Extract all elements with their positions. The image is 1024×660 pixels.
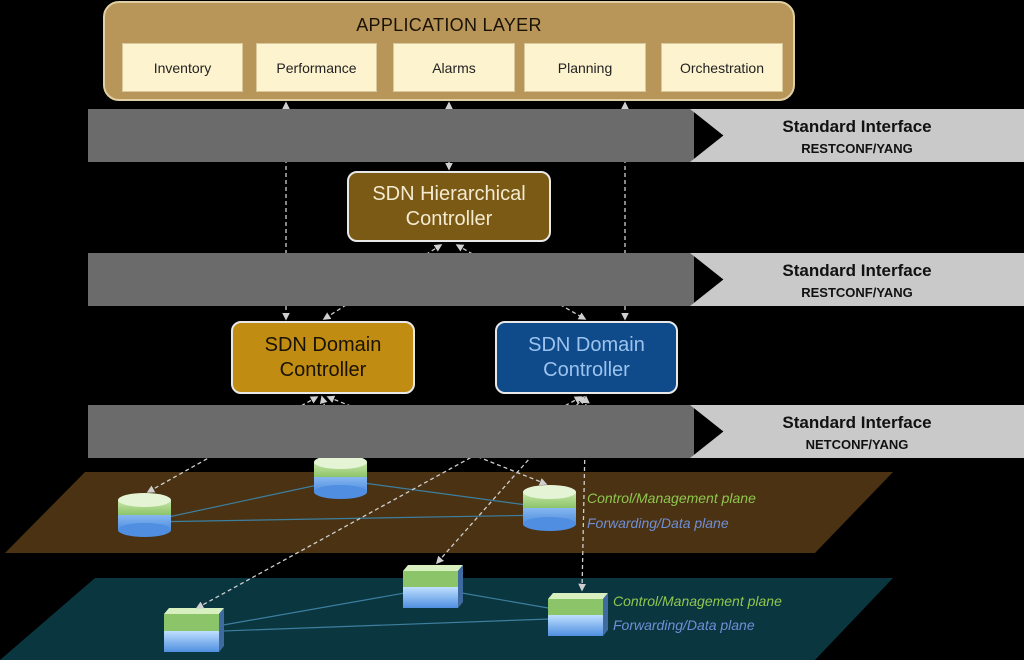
app-inventory: Inventory (122, 43, 243, 92)
interface-band (88, 253, 694, 306)
cylinder-node (118, 493, 171, 537)
interface-label: Standard Interface RESTCONF/YANG (690, 109, 1024, 162)
interface-protocol: NETCONF/YANG (805, 437, 909, 452)
controller-label-line1: SDN Domain (528, 333, 645, 356)
interface-title: Standard Interface (782, 261, 932, 280)
sdn-hierarchical-controller: SDN Hierarchical Controller (347, 171, 551, 242)
application-layer-title: APPLICATION LAYER (356, 15, 542, 35)
upper-forwarding-plane-label: Forwarding/Data plane (587, 515, 729, 531)
upper-control-plane-label: Control/Management plane (587, 490, 756, 506)
box-node (164, 608, 224, 652)
interface-protocol: RESTCONF/YANG (801, 141, 913, 156)
application-layer: APPLICATION LAYER Inventory Performance … (103, 1, 795, 101)
app-orchestration: Orchestration (661, 43, 783, 92)
interface-label: Standard Interface NETCONF/YANG (690, 405, 1024, 458)
app-planning: Planning (524, 43, 646, 92)
cylinder-node (314, 455, 367, 499)
interface-title: Standard Interface (782, 413, 932, 432)
controller-label-line2: Controller (543, 358, 630, 381)
interface-protocol: RESTCONF/YANG (801, 285, 913, 300)
controller-label-line1: SDN Domain (264, 333, 382, 356)
sdn-domain-controller-right: SDN Domain Controller (495, 321, 678, 394)
app-performance: Performance (256, 43, 377, 92)
interface-label: Standard Interface RESTCONF/YANG (690, 253, 1024, 306)
lower-control-plane-label: Control/Management plane (613, 593, 782, 609)
sdn-domain-controller-left: SDN Domain Controller (231, 321, 415, 394)
cylinder-node (523, 485, 576, 531)
box-node (403, 565, 463, 608)
controller-label-line2: Controller (279, 358, 367, 381)
interface-title: Standard Interface (782, 117, 932, 136)
lower-forwarding-plane-label: Forwarding/Data plane (613, 617, 755, 633)
interface-band (88, 405, 694, 458)
controller-label-line2: Controller (405, 207, 493, 230)
interface-band (88, 109, 694, 162)
controller-label-line1: SDN Hierarchical (372, 182, 526, 205)
box-node (548, 593, 608, 636)
app-alarms: Alarms (393, 43, 515, 92)
